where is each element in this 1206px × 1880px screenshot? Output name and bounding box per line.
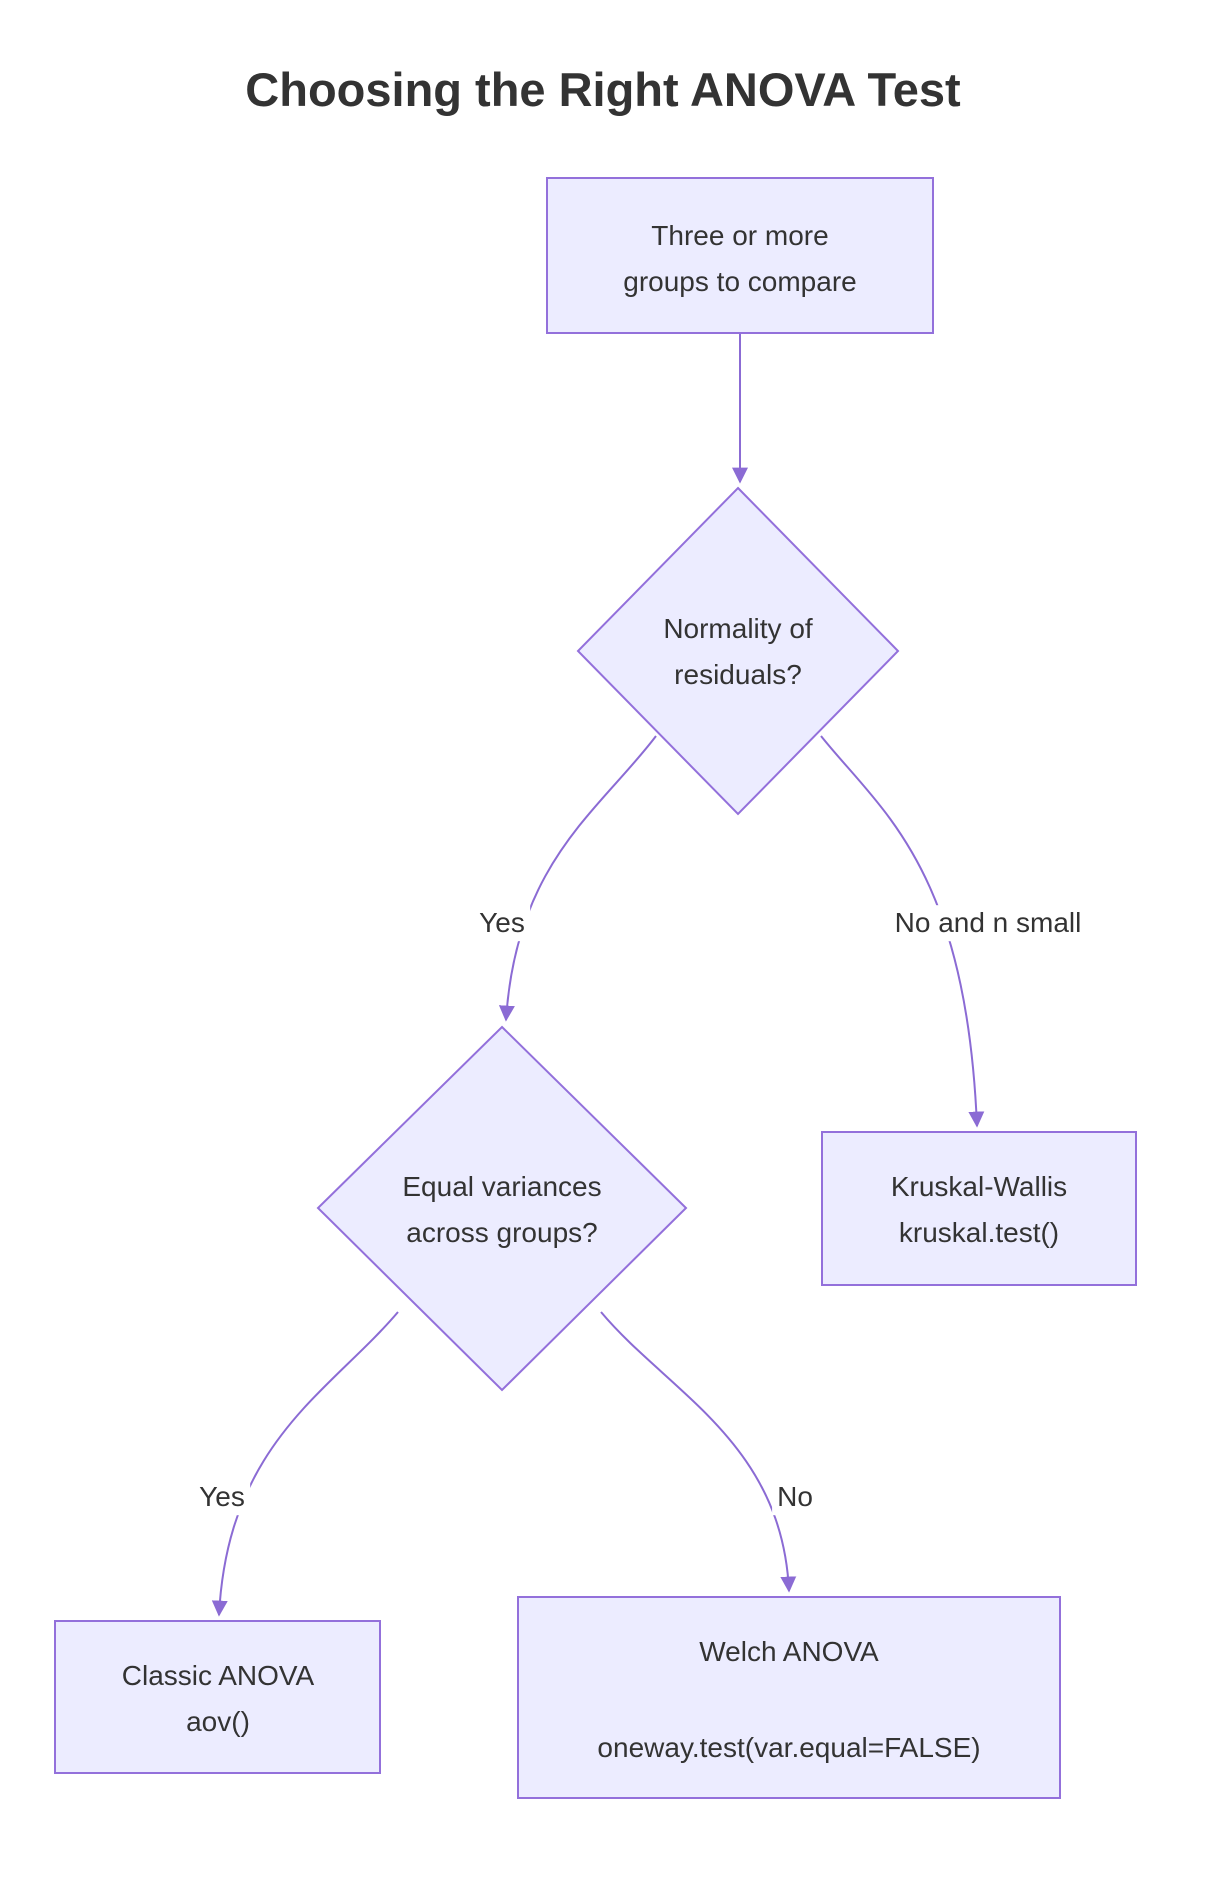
node-classic-box xyxy=(54,1620,381,1774)
node-variances-label-line2: across groups? xyxy=(406,1217,598,1249)
node-kruskal-box xyxy=(821,1131,1137,1286)
node-classic-label-line1: Classic ANOVA xyxy=(121,1660,315,1692)
edge-normality-no xyxy=(820,735,985,1128)
edge-variances-no xyxy=(600,1311,797,1593)
node-normality-diamond xyxy=(576,486,900,816)
node-welch-label-line2: oneway.test(var.equal=FALSE) xyxy=(597,1732,981,1764)
page-title: Choosing the Right ANOVA Test xyxy=(245,63,961,116)
edge-label-normality-no: No and n small xyxy=(889,905,1087,941)
edge-variances-yes xyxy=(211,1311,399,1617)
node-welch-box xyxy=(517,1596,1061,1799)
edge-label-normality-yes: Yes xyxy=(474,905,530,941)
edge-label-variances-yes: Yes xyxy=(194,1479,250,1515)
node-welch-label-line1: Welch ANOVA xyxy=(699,1636,879,1668)
node-variances-label-line1: Equal variances xyxy=(402,1171,602,1203)
node-start-label-line2: groups to compare xyxy=(623,266,857,298)
edge-normality-yes xyxy=(498,735,657,1022)
node-start-box xyxy=(546,177,934,334)
node-kruskal-label-line2: kruskal.test() xyxy=(898,1217,1060,1249)
node-normality-label-line1: Normality of xyxy=(663,613,813,645)
node-variances-diamond xyxy=(316,1025,688,1392)
node-start-label-line1: Three or more xyxy=(651,220,829,252)
node-classic-label-line2: aov() xyxy=(186,1706,250,1738)
edge-label-variances-no: No xyxy=(772,1479,818,1515)
node-normality-label-line2: residuals? xyxy=(674,659,802,691)
node-kruskal-label-line1: Kruskal-Wallis xyxy=(890,1171,1068,1203)
